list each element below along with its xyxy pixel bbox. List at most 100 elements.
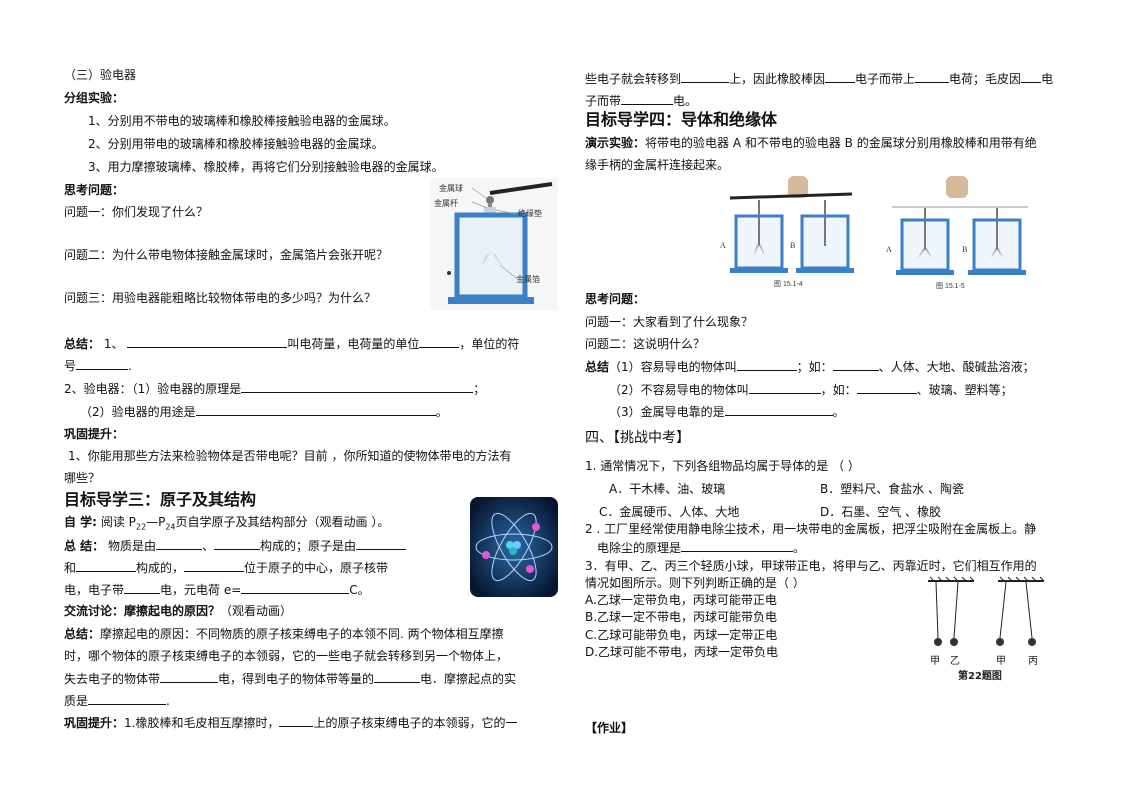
summary-line-2: 2、验电器：（1）验电器的原理是； <box>64 379 485 398</box>
blank-atom-2[interactable] <box>76 558 137 572</box>
friction-summary-2: 时，哪个物体的原子核束缚电子的本领弱，它的一些电子就会转移到另一个物体上， <box>64 649 509 663</box>
conductor-summary-label: 总结 <box>585 360 610 374</box>
blank-electron-charge[interactable] <box>124 580 161 594</box>
blank-charge-quantity[interactable] <box>127 334 288 348</box>
goal-4-title: 目标导学四：导体和绝缘体 <box>585 110 778 129</box>
blank-conductor[interactable] <box>736 357 797 371</box>
atom-summary-3: 电，电子带电，元电荷 e=C。 <box>64 580 370 599</box>
continue-1e: 电 <box>1041 72 1054 86</box>
problem-1-option-c[interactable]: C．金属硬币、人体、大地 <box>599 505 740 519</box>
blank-gain-lose-1[interactable] <box>825 69 856 83</box>
blank-gain-electron-charge[interactable] <box>374 669 421 683</box>
conductor-summary-2b: ，如： <box>820 383 857 397</box>
continue-2a: 子而带 <box>585 94 622 108</box>
blank-electroscope-principle[interactable] <box>241 379 474 393</box>
friction-summary-4a: 质是 <box>64 694 89 708</box>
friction-summary-4b: . <box>166 694 170 708</box>
ball-label-yi: 乙 <box>950 655 960 667</box>
label-metal-rod: 金属杆 <box>434 198 458 208</box>
demo-line-1: 演示实验：将带电的验电器 A 和不带电的验电器 B 的金属球分别用橡胶棒和用带有… <box>585 134 1037 152</box>
blank-atom-1[interactable] <box>356 536 407 550</box>
blank-matter-1[interactable] <box>156 536 203 550</box>
consolidate-2a: 1.橡胶棒和毛皮相互摩擦时， <box>124 716 280 730</box>
problem-2-line-2: 电除尘的原理是。 <box>597 538 805 557</box>
consolidate-2-label: 巩固提升： <box>64 716 125 730</box>
blank-charge-unit[interactable] <box>419 334 460 348</box>
problem-3-option-b[interactable]: B.乙球一定不带电，丙球可能带负电 <box>585 610 778 624</box>
electroscope-figure: 金属球 金属杆 绝缘垫 金属箔 <box>430 178 558 310</box>
summary-3-text: （2）验电器的用途是 <box>80 405 196 419</box>
atom-summary-1a: 物质是由 <box>108 539 157 553</box>
blank-dust-removal[interactable] <box>681 538 794 552</box>
conductor-summary-1b: ；如： <box>796 360 833 374</box>
fig1-letter-a: A <box>720 241 726 250</box>
friction-summary-3: 失去电子的物体带电，得到电子的物体带等量的电．摩擦起点的实 <box>64 669 516 688</box>
atom-summary-3b: 电，元电荷 e= <box>160 583 242 597</box>
conductor-summary-3b: 。 <box>832 405 845 419</box>
blank-lose-electron-charge[interactable] <box>160 669 219 683</box>
label-insulating-pad: 绝缘垫 <box>518 208 542 218</box>
blank-electroscope-use[interactable] <box>195 402 436 416</box>
problem-1-option-d[interactable]: D．石墨、空气 、橡胶 <box>820 505 942 519</box>
blank-gain-lose-2[interactable] <box>1021 69 1042 83</box>
think-questions-label: 思考问题： <box>64 183 125 197</box>
demo-line-2: 缘手柄的金属杆连接起来。 <box>585 158 730 172</box>
self-study-a: 阅读 P <box>100 515 136 529</box>
summary-1-symbol: 号 <box>64 359 77 373</box>
atom-summary-1b: 、 <box>202 539 215 553</box>
continue-2b: 电。 <box>673 94 698 108</box>
blank-unit-symbol[interactable] <box>76 356 129 370</box>
summary-1-end: ，单位的符 <box>459 337 520 351</box>
consolidate-2b: 上的原子核束缚电子的本领弱，它的一 <box>313 716 518 730</box>
section-title-electroscope: （三）验电器 <box>64 68 137 82</box>
summary-line-1b: 号. <box>64 356 132 375</box>
group-experiment-label: 分组实验： <box>64 91 125 105</box>
conductor-summary-2a: （2）不容易导电的物体叫 <box>609 383 749 397</box>
page-end: 24 <box>165 522 176 532</box>
blank-charge-type-1[interactable] <box>915 69 950 83</box>
blank-metal-conduction[interactable] <box>724 402 833 416</box>
conductor-summary-3a: （3）金属导电靠的是 <box>609 405 725 419</box>
blank-nucleus[interactable] <box>184 558 245 572</box>
problem-2: 2 . 工厂里经常使用静电除尘技术，用一块带电的金属板，把浮尘吸附在金属板上。静 <box>585 522 1037 536</box>
discussion-note: （观看动画） <box>220 604 293 618</box>
problem-3-option-d[interactable]: D.乙球可能不带电，丙球一定带负电 <box>585 645 779 659</box>
blank-transfer-to[interactable] <box>681 69 730 83</box>
consolidate-label: 巩固提升： <box>64 427 125 441</box>
self-study-label: 自 学: <box>64 515 97 529</box>
self-study-c: 页自学原子及其结构部分（观看动画 ）。 <box>175 515 390 529</box>
ball-label-jia-2: 甲 <box>996 656 1006 667</box>
fig2-caption: 图 15.1-5 <box>936 282 965 290</box>
blank-elementary-charge[interactable] <box>241 580 350 594</box>
friction-summary-1-text: 摩擦起电的原因：不同物质的原子核束缚电子的本领不同. 两个物体相互摩擦 <box>100 627 504 641</box>
continue-1a: 些电子就会转移到 <box>585 72 682 86</box>
experiment-2: 2、分别用带电的玻璃棒和橡胶棒接触验电器的金属球。 <box>88 137 384 151</box>
blank-matter-2[interactable] <box>214 536 261 550</box>
problem-1-option-a[interactable]: A．干木棒、油、玻璃 <box>609 482 726 496</box>
blank-charge-type-2[interactable] <box>621 91 674 105</box>
figure-15-1-5: A B 图 15.1-5 <box>882 176 1032 291</box>
conductor-summary-1c: 、人体、大地、酸碱盐溶液； <box>878 360 1035 374</box>
ball-label-bing: 丙 <box>1028 656 1038 667</box>
blank-insulator[interactable] <box>748 380 821 394</box>
blank-insulator-example[interactable] <box>856 380 917 394</box>
problem-1-option-b[interactable]: B．塑料尺、食盐水 、陶瓷 <box>820 482 965 496</box>
consolidate-2-line: 巩固提升：1.橡胶棒和毛皮相互摩擦时， 上的原子核束缚电子的本领弱，它的一 <box>64 713 517 732</box>
atom-summary-3a: 电，电子带 <box>64 583 125 597</box>
atom-summary-label: 总 结： <box>64 539 105 553</box>
blank-weak-binding[interactable] <box>279 713 314 727</box>
blank-conductor-example[interactable] <box>832 357 879 371</box>
atom-summary-1c: 构成的；原子是由 <box>260 539 357 553</box>
challenge-title: 四、【挑战中考】 <box>585 430 690 446</box>
summary-line-3: （2）验电器的用途是。 <box>80 402 448 421</box>
question-1: 问题一：你们发现了什么？ <box>64 205 209 219</box>
homework-label: 【作业】 <box>585 721 634 735</box>
friction-summary-4: 质是. <box>64 691 170 710</box>
continue-1c: 电子而带上 <box>855 72 916 86</box>
demo-label: 演示实验： <box>585 136 646 150</box>
problem-3-option-a[interactable]: A.乙球一定带负电，丙球可能带正电 <box>585 593 777 607</box>
problem-3-option-c[interactable]: C.乙球可能带负电，丙球一定带正电 <box>585 628 778 642</box>
right-question-1: 问题一：大家看到了什么现象？ <box>585 315 754 329</box>
summary-2-end: ； <box>473 382 486 396</box>
blank-friction-essence[interactable] <box>88 691 167 705</box>
